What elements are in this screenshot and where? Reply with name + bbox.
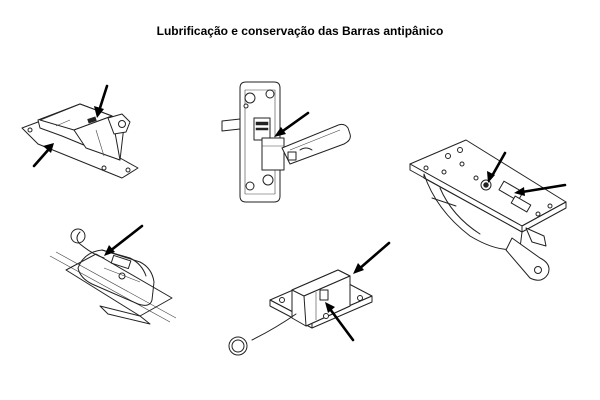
pointer-arrow [104,224,144,256]
bracket-housing-right [409,139,567,281]
vertical-lock-plate [221,81,351,203]
diagram-title: Lubrificação e conservação das Barras an… [156,24,444,38]
pointer-arrow [325,302,355,342]
strike-bracket-with-cable-ring [228,269,373,356]
pointer-arrow [514,183,567,196]
pointer-arrow [32,143,54,168]
cable-latch-wireframe [49,228,177,325]
pointer-arrow [353,241,391,274]
pointer-arrow [94,84,109,118]
pointer-arrow [274,111,310,137]
latch-housing-top-left [21,103,139,179]
pointer-arrow [487,151,507,183]
